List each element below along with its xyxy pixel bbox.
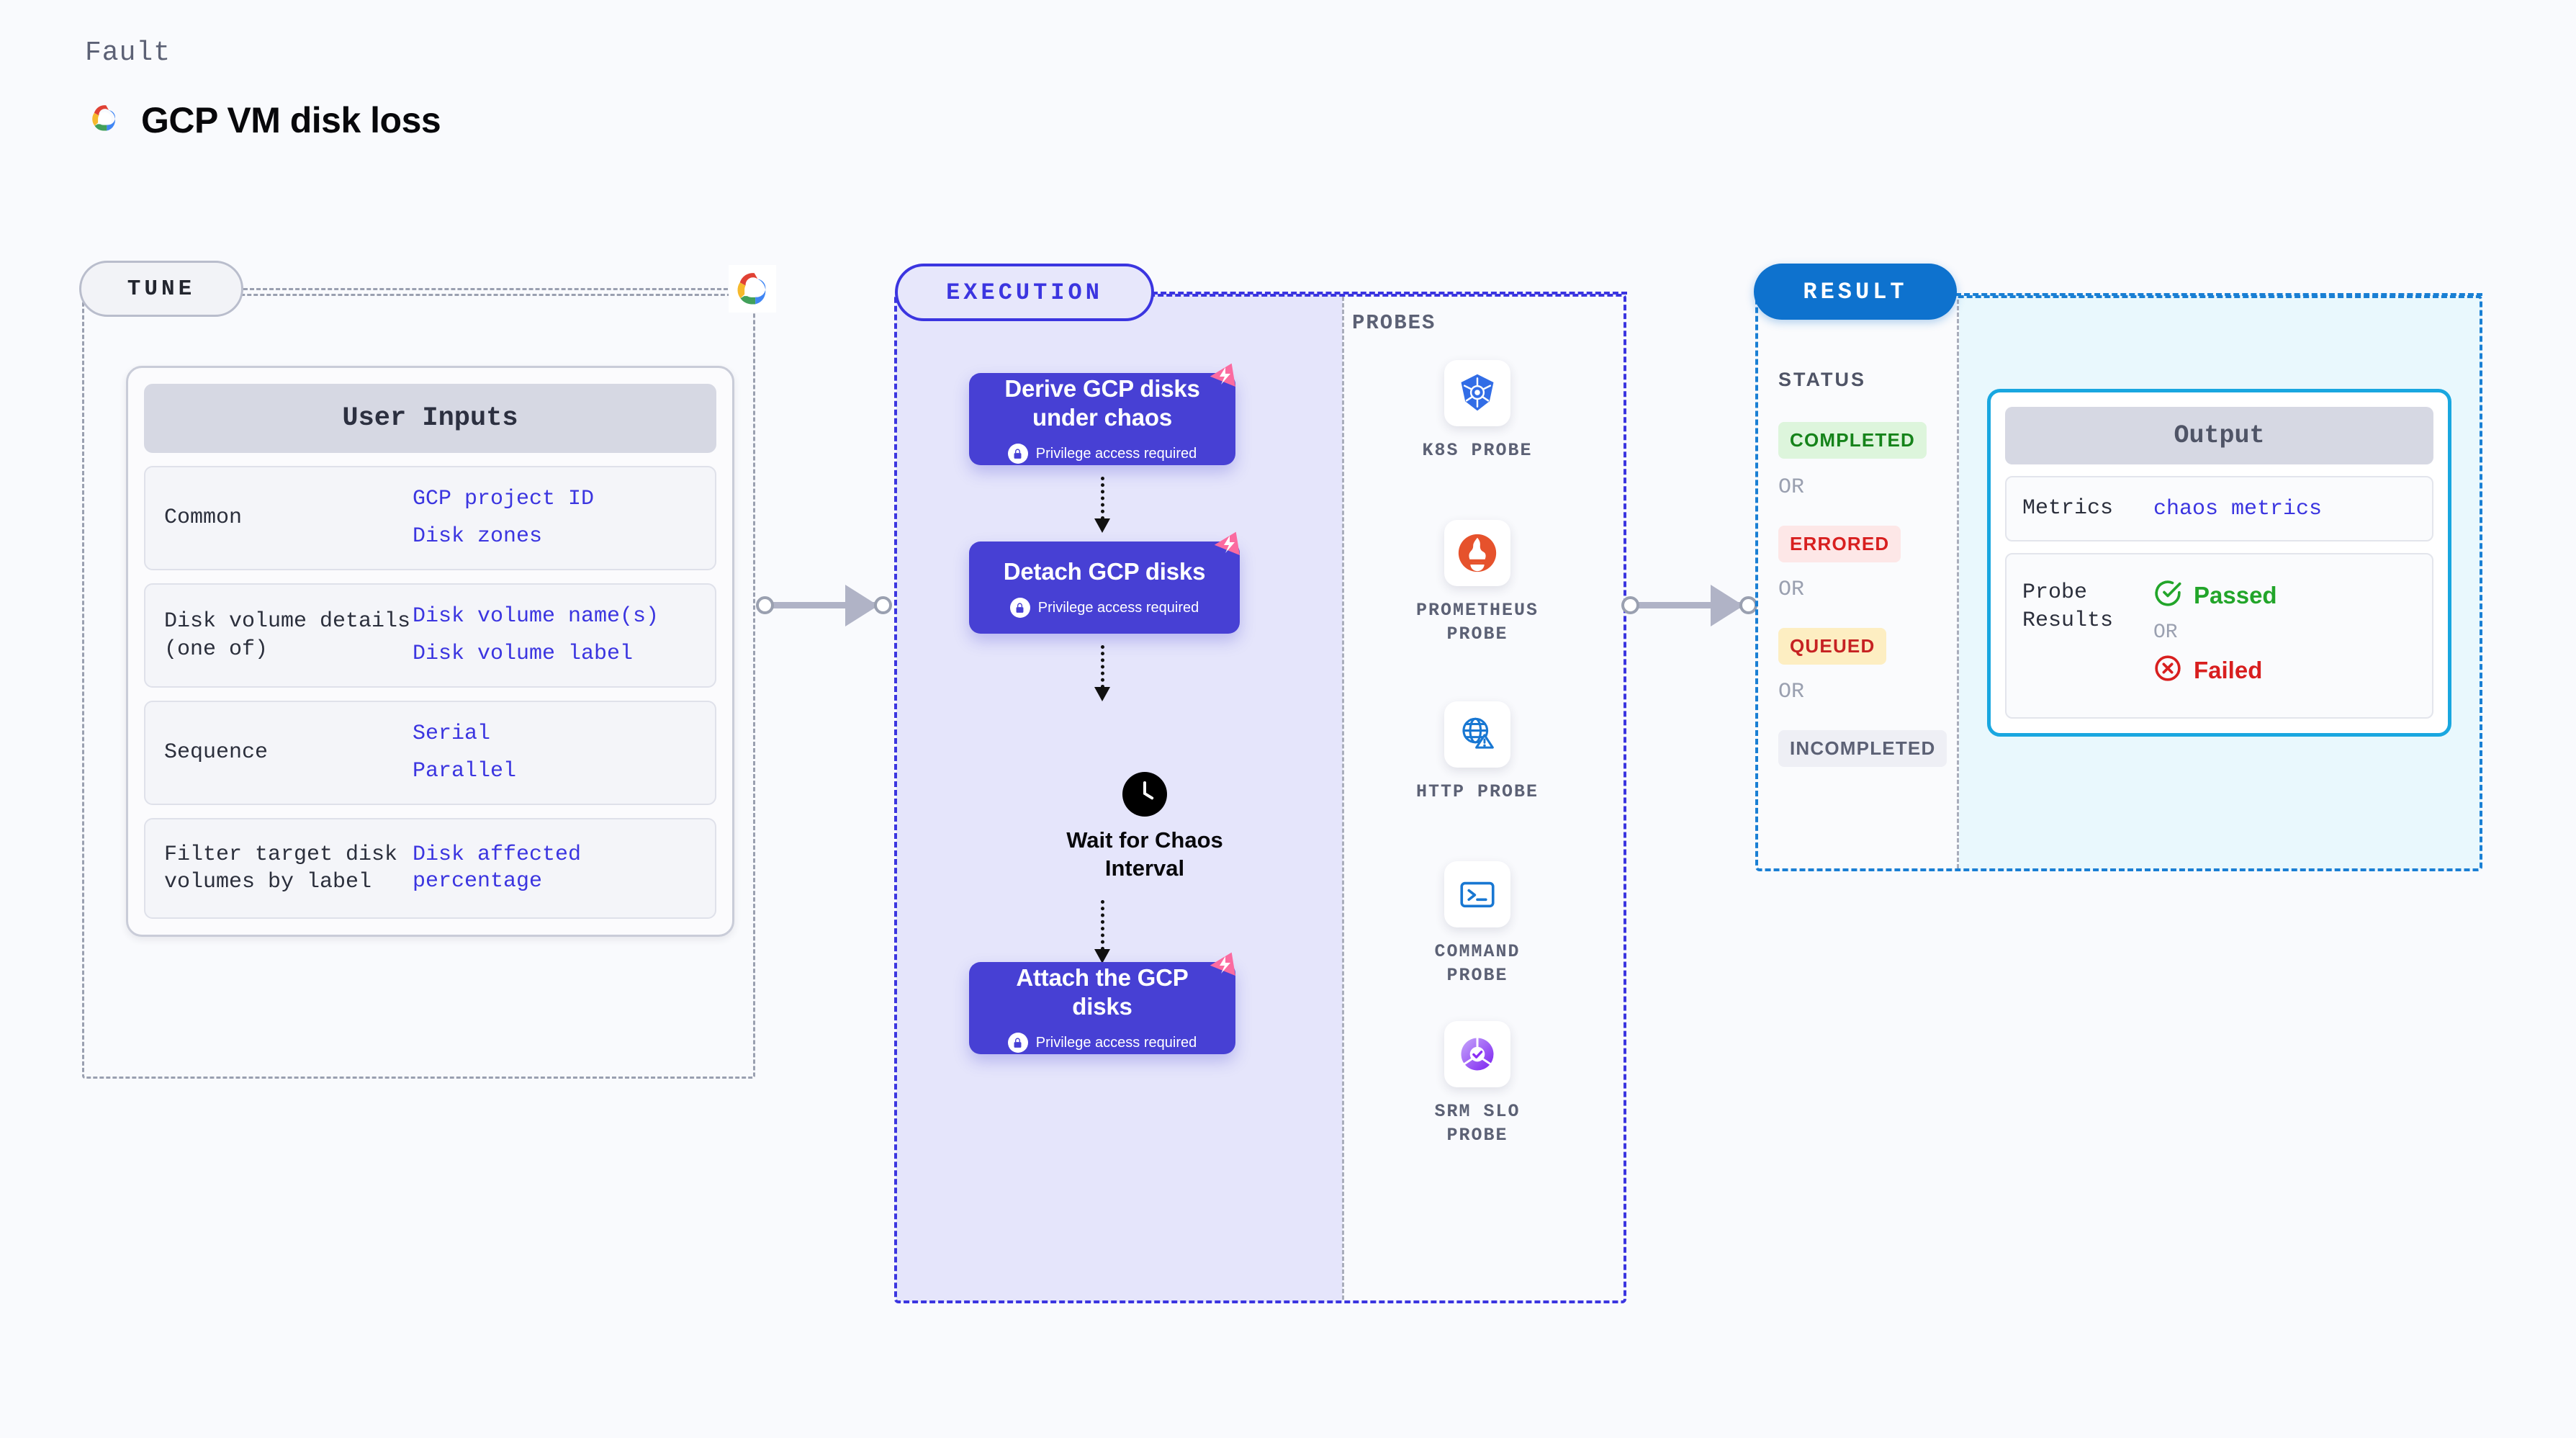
connector-tune-to-execution	[753, 583, 897, 626]
input-key: Filter target disk volumes by label	[164, 842, 398, 894]
privilege-text: Privilege access required	[1035, 1034, 1197, 1051]
prometheus-icon	[1444, 520, 1510, 586]
node-title: Derive GCP disks under chaos	[1004, 374, 1200, 431]
input-key: Disk volume details (one of)	[164, 609, 411, 662]
execution-top-dash-line	[1152, 292, 1627, 295]
status-label: STATUS	[1778, 369, 1866, 390]
output-row-probe-results[interactable]: Probe Results Passed OR	[2005, 553, 2433, 719]
input-value[interactable]: GCP project ID	[413, 487, 595, 511]
status-badge-incompleted: INCOMPLETED	[1778, 730, 1947, 767]
privilege-note: Privilege access required	[1007, 1033, 1197, 1053]
input-key: Common	[164, 505, 243, 531]
input-value[interactable]: Disk volume label	[413, 641, 634, 666]
input-key: Sequence	[164, 740, 269, 765]
gcp-cloud-logo-icon-border	[729, 265, 776, 313]
node-title: Wait for Chaos Interval	[1066, 827, 1223, 881]
probe-command[interactable]: COMMAND PROBE	[1405, 861, 1549, 987]
probe-result-failed: Failed	[2153, 654, 2277, 686]
input-value[interactable]: Disk volume name(s)	[413, 604, 659, 629]
page-title: GCP VM disk loss	[141, 99, 441, 140]
output-key: Probe Results	[2022, 580, 2114, 633]
probes-label: PROBES	[1352, 311, 1436, 335]
input-row-disk-volume-details[interactable]: Disk volume details (one of) Disk volume…	[144, 583, 716, 688]
user-inputs-title: User Inputs	[144, 384, 716, 453]
result-column-divider	[1957, 300, 1959, 868]
tune-top-dash-line	[243, 288, 747, 290]
kubernetes-icon	[1444, 360, 1510, 426]
probe-label: PROMETHEUS PROBE	[1415, 600, 1539, 644]
tune-badge[interactable]: TUNE	[79, 261, 243, 317]
clock-icon	[1122, 772, 1167, 817]
or-separator: OR	[1778, 680, 1805, 704]
probe-label: COMMAND PROBE	[1434, 941, 1521, 986]
output-value[interactable]: chaos metrics	[2153, 496, 2323, 521]
chaos-badge-icon	[1204, 357, 1246, 395]
execution-node-detach-disks[interactable]: Detach GCP disks Privilege access requir…	[969, 531, 1240, 634]
lock-icon	[1009, 598, 1030, 619]
http-globe-warning-icon	[1444, 701, 1510, 768]
input-row-filter-by-label[interactable]: Filter target disk volumes by label Disk…	[144, 818, 716, 919]
or-separator: OR	[1778, 475, 1805, 500]
user-inputs-card: User Inputs Common GCP project ID Disk z…	[126, 366, 734, 937]
probe-result-label: Failed	[2194, 656, 2263, 683]
status-badge-queued: QUEUED	[1778, 628, 1887, 665]
fault-title-row: GCP VM disk loss	[85, 99, 441, 141]
page-header: Fault GCP VM disk loss	[85, 37, 441, 141]
privilege-note: Privilege access required	[1009, 598, 1199, 619]
srm-slo-donut-check-icon	[1444, 1021, 1510, 1087]
probe-label: K8S PROBE	[1422, 440, 1533, 461]
execution-node-derive-disks[interactable]: Derive GCP disks under chaos Privilege a…	[969, 363, 1235, 465]
probe-prometheus[interactable]: PROMETHEUS PROBE	[1405, 520, 1549, 646]
output-card: Output Metrics chaos metrics Probe Resul…	[1987, 389, 2451, 737]
probe-label: HTTP PROBE	[1415, 781, 1539, 802]
or-separator: OR	[1778, 578, 1805, 602]
fault-kicker: Fault	[85, 37, 171, 68]
execution-node-attach-disks[interactable]: Attach the GCP disks Privilege access re…	[969, 952, 1235, 1054]
connector-execution-to-result	[1618, 583, 1762, 626]
output-key: Metrics	[2022, 496, 2114, 521]
node-title: Detach GCP disks	[1003, 557, 1206, 585]
status-badge-completed: COMPLETED	[1778, 422, 1927, 459]
lock-icon	[1007, 444, 1028, 464]
input-value[interactable]: Serial	[413, 722, 491, 746]
or-separator: OR	[2153, 621, 2178, 644]
privilege-text: Privilege access required	[1035, 445, 1197, 462]
chaos-badge-icon	[1204, 946, 1246, 984]
execution-panel	[894, 294, 1626, 1303]
result-top-dash-line	[1955, 293, 2482, 296]
gcp-cloud-logo-icon	[85, 99, 124, 141]
output-row-metrics[interactable]: Metrics chaos metrics	[2005, 476, 2433, 542]
tune-panel	[82, 294, 755, 1079]
probe-result-passed: Passed	[2153, 579, 2277, 611]
input-value[interactable]: Parallel	[413, 758, 517, 783]
result-status-column	[1757, 295, 1957, 870]
terminal-icon	[1444, 861, 1510, 927]
chaos-badge-icon	[1208, 526, 1250, 563]
flow-arrow	[1094, 645, 1110, 701]
flow-arrow	[1094, 477, 1110, 533]
input-value[interactable]: Disk zones	[413, 523, 543, 549]
execution-node-wait-for-chaos-interval[interactable]: Wait for Chaos Interval	[1058, 772, 1231, 883]
input-value[interactable]: Disk affected percentage	[413, 842, 582, 894]
privilege-text: Privilege access required	[1037, 599, 1199, 616]
probe-http[interactable]: HTTP PROBE	[1405, 701, 1549, 804]
privilege-note: Privilege access required	[1007, 444, 1197, 464]
lock-icon	[1007, 1033, 1028, 1053]
output-title: Output	[2005, 407, 2433, 464]
result-panel	[1755, 295, 2482, 871]
probe-srm-slo[interactable]: SRM SLO PROBE	[1405, 1021, 1549, 1147]
result-badge[interactable]: RESULT	[1754, 264, 1957, 320]
check-circle-icon	[2153, 579, 2182, 611]
status-badge-errored: ERRORED	[1778, 526, 1901, 562]
execution-badge[interactable]: EXECUTION	[895, 264, 1154, 321]
input-row-sequence[interactable]: Sequence Serial Parallel	[144, 701, 716, 805]
input-row-common[interactable]: Common GCP project ID Disk zones	[144, 466, 716, 570]
probe-k8s[interactable]: K8S PROBE	[1405, 360, 1549, 463]
probe-result-label: Passed	[2194, 581, 2277, 608]
flow-arrow	[1094, 900, 1110, 963]
probes-divider	[1342, 297, 1344, 1300]
probe-label: SRM SLO PROBE	[1434, 1101, 1521, 1146]
x-circle-icon	[2153, 654, 2182, 686]
node-title: Attach the GCP disks	[1016, 963, 1189, 1020]
